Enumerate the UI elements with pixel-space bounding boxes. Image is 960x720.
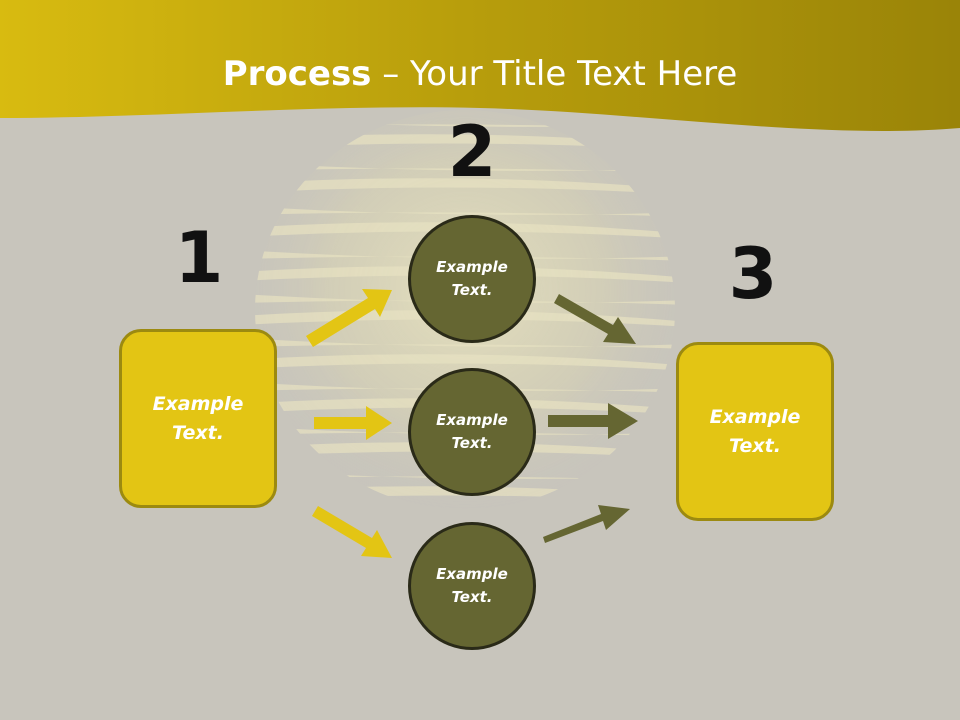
arrow-left-to-middle [314,406,392,440]
arrow-left-to-top [306,289,392,347]
circle-middle: Example Text. [408,368,536,496]
circle-top: Example Text. [408,215,536,343]
title-rest: – Your Title Text Here [371,54,738,94]
arrow-bottom-to-right [543,505,630,543]
step-number-2: 2 [447,111,497,193]
circle-bottom: Example Text. [408,522,536,650]
right-box: Example Text. [676,342,834,521]
right-box-text: Example Text. [709,405,801,457]
left-box: Example Text. [119,329,277,508]
arrow-left-to-bottom [312,506,392,558]
arrow-top-to-right [554,294,636,344]
circle-middle-text: Example Text. [436,411,508,452]
circle-bottom-text: Example Text. [436,565,508,606]
left-box-text: Example Text. [152,392,244,444]
step-number-1: 1 [174,217,224,299]
slide-title: Process – Your Title Text Here [0,52,960,96]
arrow-middle-to-right [548,403,638,439]
circle-top-text: Example Text. [436,258,508,299]
step-number-3: 3 [728,233,778,315]
title-bold: Process [222,54,372,94]
header-band [0,0,960,131]
